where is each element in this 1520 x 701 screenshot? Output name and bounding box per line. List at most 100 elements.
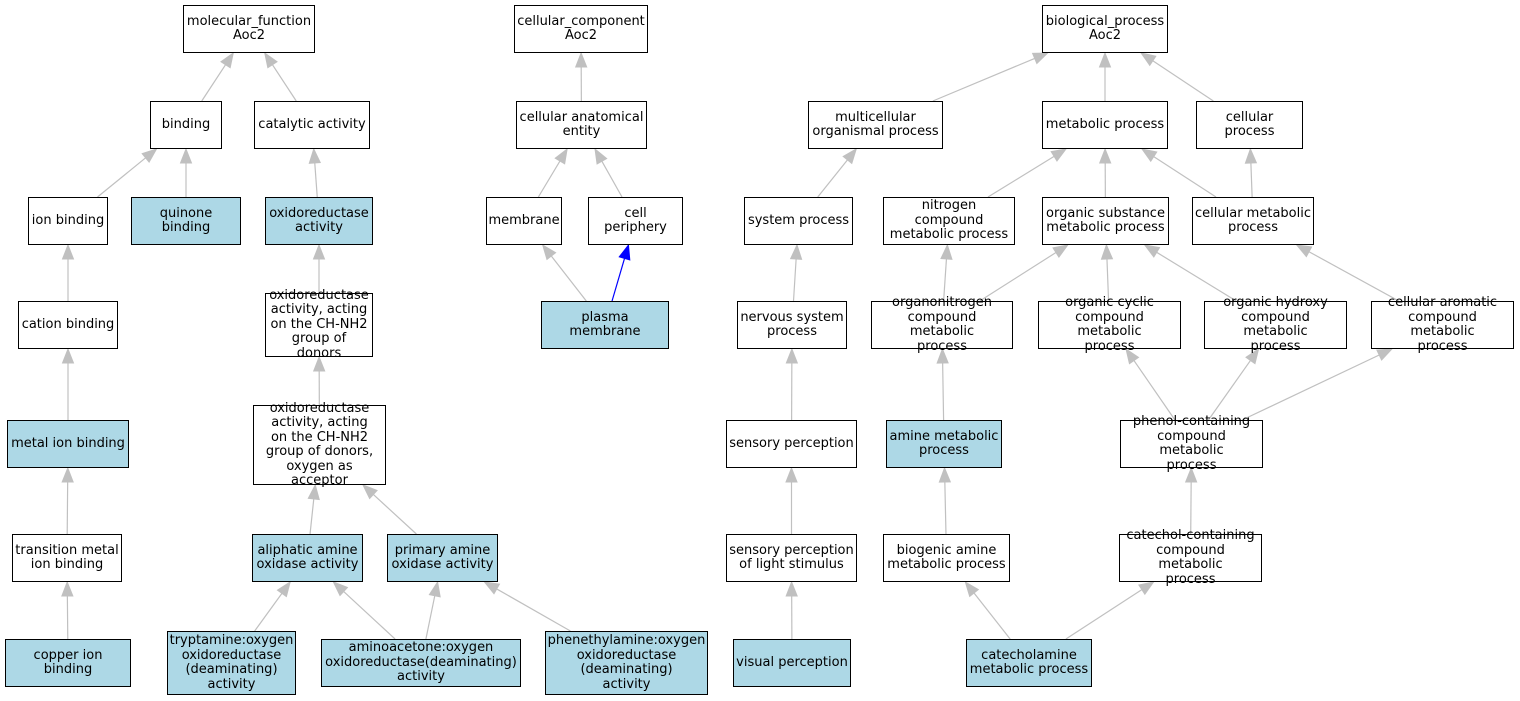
edge-organonitrogen-to-organic_sub — [979, 252, 1057, 302]
edge-nervous-to-system — [792, 258, 797, 302]
node-phenol-containing-compound-metabolic[interactable]: phenol-containing compound metabolic pro… — [1120, 414, 1263, 472]
node-tryptamine-oxidoreductase[interactable]: tryptamine:oxygen oxidoreductase (deamin… — [167, 631, 296, 695]
arrowhead-membrane-to-anat — [554, 147, 568, 165]
arrowhead-biogenic-to-amine — [938, 466, 952, 483]
arrowhead-sensory_light-to-sensory — [785, 466, 798, 483]
node-metal-ion-binding[interactable]: metal ion binding — [7, 420, 129, 468]
arrowhead-catecholamine-to-biogenic — [964, 580, 980, 598]
node-amine-metabolic-process[interactable]: amine metabolic process — [886, 420, 1002, 468]
node-cellular-process[interactable]: cellular process — [1196, 101, 1303, 149]
edge-phenethylamine-to-primary — [496, 588, 571, 632]
node-organic-substance-metabolic[interactable]: organic substance metabolic process — [1042, 197, 1169, 245]
edge-catecholamine-to-catechol_cont — [1065, 589, 1143, 640]
node-nitrogen-compound-metabolic[interactable]: nitrogen compound metabolic process — [883, 197, 1015, 245]
edge-catecholamine-to-biogenic — [973, 592, 1011, 640]
arrowhead-cation-to-ion_binding — [61, 243, 75, 260]
node-cellular-aromatic-compound-metabolic[interactable]: cellular aromatic compound metabolic pro… — [1371, 295, 1514, 353]
arrowhead-metal_ion-to-cation — [61, 347, 75, 364]
edge-cell_metab-to-metabolic — [1153, 156, 1217, 198]
edge-aliphatic-to-oxred_oxygen — [309, 498, 315, 535]
node-ion-binding[interactable]: ion binding — [28, 197, 108, 245]
edge-primary-to-oxred_oxygen — [372, 494, 417, 535]
arrowhead-cellular_proc-to-bp_root — [1139, 52, 1157, 67]
edge-binding-to-mf_root — [201, 64, 227, 102]
arrowhead-catalytic-to-mf_root — [263, 51, 278, 69]
node-quinone-binding[interactable]: quinone binding — [131, 197, 241, 245]
arrowhead-cell_metab-to-cellular_proc — [1244, 147, 1258, 164]
node-system-process[interactable]: system process — [744, 197, 853, 245]
arrowhead-quinone-to-binding — [179, 147, 193, 164]
edge-plasma-to-membrane — [550, 255, 587, 302]
arrowhead-oxred-to-catalytic — [308, 147, 322, 164]
arrowhead-ion_binding-to-binding — [141, 148, 158, 163]
node-oxidoreductase-chnh2[interactable]: oxidoreductase activity, acting on the C… — [265, 288, 373, 361]
edge-periphery-to-anat — [601, 160, 623, 198]
arrowhead-cell_aromatic-to-cell_metab — [1295, 244, 1313, 258]
node-cell-periphery[interactable]: cell periphery — [588, 197, 683, 245]
edge-amine-to-organonitrogen — [942, 362, 945, 421]
node-plasma-membrane[interactable]: plasma membrane — [541, 301, 669, 349]
arrowhead-sensory-to-nervous — [785, 347, 799, 364]
node-organonitrogen-compound-metabolic[interactable]: organonitrogen compound metabolic proces… — [871, 295, 1013, 353]
edge-organonitrogen-to-nitrogen — [943, 258, 948, 302]
arrowhead-catechol_cont-to-phenol — [1184, 466, 1198, 483]
node-oxidoreductase-oxygen-acceptor[interactable]: oxidoreductase activity, acting on the C… — [253, 401, 386, 488]
node-oxidoreductase-activity[interactable]: oxidoreductase activity — [265, 197, 373, 245]
arrowhead-oxred_oxygen-to-oxred_chnh2 — [312, 355, 326, 372]
node-multicellular-organismal-process[interactable]: multicellular organismal process — [808, 101, 943, 149]
arrowhead-nitrogen-to-metabolic — [1050, 148, 1068, 162]
node-catechol-containing-compound-metabolic[interactable]: catechol-containing compound metabolic p… — [1119, 528, 1262, 586]
arrowhead-organonitrogen-to-nitrogen — [940, 243, 953, 260]
node-cellular-metabolic-process[interactable]: cellular metabolic process — [1192, 197, 1314, 245]
node-cellular-anatomical-entity[interactable]: cellular anatomical entity — [516, 101, 647, 149]
arrowhead-binding-to-mf_root — [220, 51, 235, 69]
edge-biogenic-to-amine — [944, 481, 947, 535]
node-sensory-perception[interactable]: sensory perception — [726, 420, 857, 468]
node-mf-root[interactable]: molecular_function Aoc2 — [183, 5, 315, 53]
node-catecholamine-metabolic-process[interactable]: catecholamine metabolic process — [966, 639, 1092, 687]
edge-catalytic-to-mf_root — [271, 64, 297, 102]
arrowhead-tryptamine-to-aliphatic — [276, 580, 291, 598]
arrowhead-phenethylamine-to-primary — [483, 581, 501, 595]
arrowhead-system-to-multicell — [842, 147, 858, 165]
node-binding[interactable]: binding — [150, 101, 222, 149]
node-biogenic-amine-metabolic[interactable]: biogenic amine metabolic process — [883, 534, 1010, 582]
node-copper-ion-binding[interactable]: copper ion binding — [5, 639, 131, 687]
edge-aminoacetone-to-aliphatic — [343, 591, 396, 640]
node-nervous-system-process[interactable]: nervous system process — [737, 301, 847, 349]
node-organic-hydroxy-compound-metabolic[interactable]: organic hydroxy compound metabolic proce… — [1204, 295, 1347, 353]
edge-cellular_proc-to-bp_root — [1152, 60, 1214, 102]
arrowhead-phenol-to-cell_aromatic — [1376, 348, 1394, 361]
node-phenethylamine-oxidoreductase[interactable]: phenethylamine:oxygen oxidoreductase (de… — [545, 631, 708, 695]
arrowhead-anat-to-cc_root — [574, 51, 588, 68]
edge-phenol-to-organic_cyclic — [1133, 360, 1176, 421]
arrowhead-aminoacetone-to-aliphatic — [332, 581, 349, 597]
node-primary-amine-oxidase[interactable]: primary amine oxidase activity — [387, 534, 498, 582]
edge-phenol-to-cell_aromatic — [1241, 354, 1380, 421]
edge-organic_cyclic-to-organic_sub — [1106, 258, 1110, 302]
node-membrane[interactable]: membrane — [486, 197, 562, 245]
arrowhead-organic_cyclic-to-organic_sub — [1100, 243, 1114, 260]
node-bp-root[interactable]: biological_process Aoc2 — [1042, 5, 1168, 53]
edge-multicell-to-bp_root — [932, 57, 1035, 102]
node-cation-binding[interactable]: cation binding — [18, 301, 118, 349]
arrowhead-organic_sub-to-metabolic — [1098, 147, 1112, 164]
edge-system-to-multicell — [817, 159, 848, 198]
node-transition-metal-ion-binding[interactable]: transition metal ion binding — [12, 534, 122, 582]
edge-nitrogen-to-metabolic — [987, 155, 1055, 198]
node-organic-cyclic-compound-metabolic[interactable]: organic cyclic compound metabolic proces… — [1038, 295, 1181, 353]
edge-plasma-to-periphery — [611, 258, 626, 302]
node-aliphatic-amine-oxidase[interactable]: aliphatic amine oxidase activity — [252, 534, 363, 582]
node-catalytic-activity[interactable]: catalytic activity — [254, 101, 370, 149]
node-aminoacetone-oxidoreductase[interactable]: aminoacetone:oxygen oxidoreductase(deami… — [321, 639, 521, 687]
node-metabolic-process[interactable]: metabolic process — [1042, 101, 1168, 149]
arrowhead-phenol-to-organic_hydroxy — [1245, 347, 1260, 365]
arrowhead-plasma-to-periphery — [618, 243, 631, 261]
node-cc-root[interactable]: cellular_component Aoc2 — [514, 5, 648, 53]
edge-cell_metab-to-cellular_proc — [1250, 162, 1253, 198]
node-sensory-perception-light[interactable]: sensory perception of light stimulus — [726, 534, 857, 582]
arrowhead-phenol-to-organic_cyclic — [1125, 347, 1140, 365]
node-visual-perception[interactable]: visual perception — [733, 639, 851, 687]
